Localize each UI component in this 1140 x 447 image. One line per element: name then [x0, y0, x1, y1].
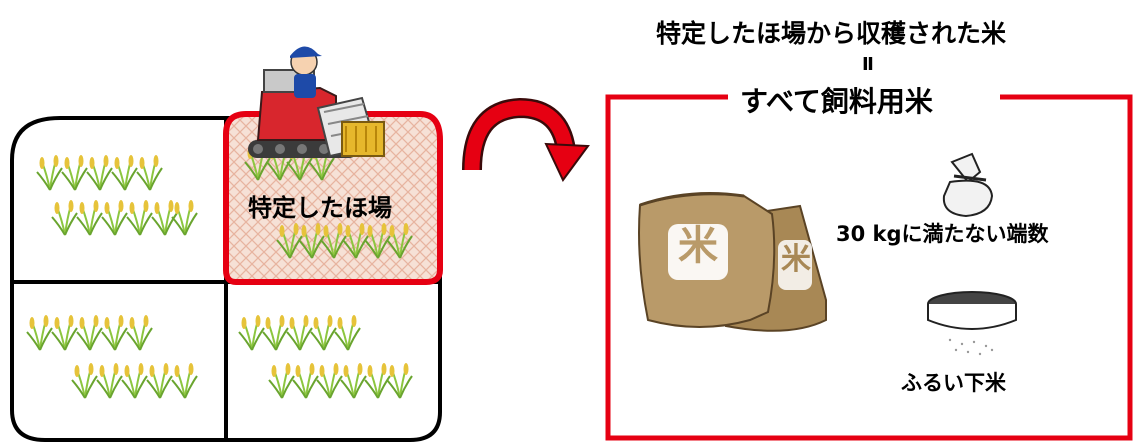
rice-plants-top-left [36, 154, 198, 236]
heading-line1: 特定したほ場から収穫された米 [656, 19, 1007, 48]
rice-plants-bottom-right [238, 314, 413, 399]
item-odd-lot-label: 30 kgに満たない端数 [836, 222, 1049, 246]
highlighted-plot-label: 特定したほ場 [248, 194, 392, 222]
rice-bag-icon [638, 191, 827, 332]
rice-plants-bottom-left [26, 314, 198, 399]
heading-equals: Ⅱ [862, 54, 874, 75]
curved-arrow-icon [462, 97, 590, 182]
box-title: すべて飼料用米 [740, 85, 933, 118]
small-bag-icon [942, 152, 994, 218]
bag-glyph-back: 米 [781, 242, 811, 277]
combine-harvester-icon [248, 46, 385, 158]
sieve-icon [927, 291, 1017, 356]
bag-glyph: 米 [678, 223, 718, 269]
item-sieve-rice-label: ふるい下米 [901, 371, 1006, 395]
feed-rice-box [605, 94, 1133, 441]
